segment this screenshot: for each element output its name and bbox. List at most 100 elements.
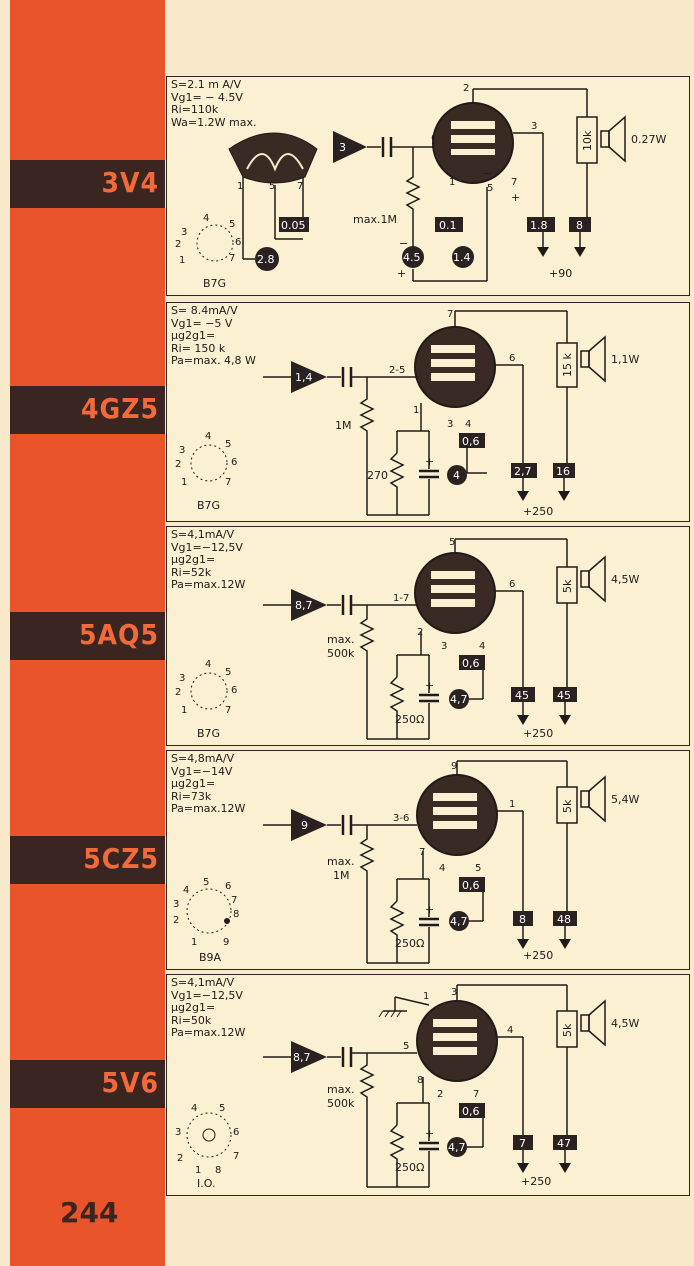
input-gain: 8,7 (293, 1051, 311, 1064)
base-type-label: I.O. (197, 1177, 215, 1190)
spec-line: Vg1= −5 V (171, 316, 233, 330)
value-circle: 1.4 (453, 251, 471, 264)
svg-text:+: + (425, 679, 434, 692)
spec-line: Pa=max.12W (171, 802, 246, 815)
load-resistor-label: 5k (561, 799, 574, 813)
value-circle: 4,7 (450, 915, 468, 928)
value-circle: 2.8 (257, 253, 275, 266)
svg-text:4: 4 (507, 1025, 513, 1036)
base-type-label: B7G (197, 727, 220, 740)
supply-voltage: +250 (523, 727, 553, 740)
load-resistor-label: 15 k (561, 353, 574, 377)
tube-tab-5cz5: 5CZ5 (10, 836, 165, 884)
tube-tab-5aq5: 5AQ5 (10, 612, 165, 660)
svg-text:5: 5 (225, 439, 231, 450)
spec-line: S=4,8mA/V (171, 752, 235, 765)
value-box: 0,6 (462, 879, 480, 892)
svg-text:6: 6 (509, 579, 515, 590)
value-box: 47 (557, 1137, 571, 1150)
svg-text:8: 8 (417, 1075, 423, 1086)
svg-text:6: 6 (233, 1127, 239, 1138)
svg-text:5: 5 (219, 1103, 225, 1114)
svg-text:2: 2 (417, 627, 423, 638)
base-type-label: B7G (197, 499, 220, 512)
value-circle: 4.5 (403, 251, 421, 264)
svg-text:max.: max. (327, 633, 354, 646)
svg-text:1: 1 (191, 937, 197, 948)
value-box: 0.1 (439, 219, 457, 232)
svg-text:5: 5 (269, 181, 275, 192)
svg-text:4: 4 (183, 885, 189, 896)
tube-tab-3v4: 3V4 (10, 160, 165, 208)
spec-line: Ri=50k (171, 1013, 212, 1027)
spec-line: Ri=110k (171, 103, 219, 116)
svg-text:7: 7 (511, 177, 517, 188)
load-resistor-label: 10k (581, 130, 594, 151)
schematic-3v4: 1 5 7 0.05 2.8 45 36 27 1 B7G 3 6 (175, 83, 666, 290)
svg-text:7: 7 (297, 181, 303, 192)
value-box: 45 (515, 689, 529, 702)
spec-line: Ri=73k (171, 789, 212, 803)
svg-text:6: 6 (231, 685, 237, 696)
svg-text:7: 7 (229, 253, 235, 264)
value-box: 7 (519, 1137, 526, 1150)
base-type-label: B9A (199, 951, 222, 964)
svg-text:4: 4 (465, 419, 471, 430)
svg-text:1: 1 (181, 477, 187, 488)
spec-line: S=4,1mA/V (171, 976, 235, 989)
output-power: 4,5W (611, 573, 639, 586)
tube-label: 5CZ5 (83, 842, 159, 875)
tube-label: 5V6 (101, 1066, 159, 1099)
spec-line: Ri=52k (171, 565, 212, 579)
value-circle: 4,7 (448, 1141, 466, 1154)
value-box: 8 (576, 219, 583, 232)
svg-text:2: 2 (177, 1153, 183, 1164)
load-resistor-label: 5k (561, 1023, 574, 1037)
tube-tab-5v6: 5V6 (10, 1060, 165, 1108)
svg-text:500k: 500k (327, 1097, 355, 1110)
spec-line: S= 8.4mA/V (171, 304, 238, 317)
svg-text:2: 2 (437, 1089, 443, 1100)
svg-text:3: 3 (173, 899, 179, 910)
spec-line: µg2g1= (171, 553, 216, 566)
svg-text:4: 4 (205, 659, 211, 670)
svg-text:4: 4 (203, 213, 209, 224)
value-box: 1.8 (530, 219, 548, 232)
value-circle: 4,7 (450, 693, 468, 706)
svg-text:3-6: 3-6 (393, 813, 409, 824)
spec-line: S=4,1mA/V (171, 528, 235, 541)
svg-text:6: 6 (225, 881, 231, 892)
value-circle: 4 (453, 469, 460, 482)
svg-text:3: 3 (447, 419, 453, 430)
svg-text:3: 3 (181, 227, 187, 238)
svg-text:1: 1 (237, 181, 243, 192)
svg-text:3: 3 (531, 121, 537, 132)
svg-text:3: 3 (451, 987, 457, 998)
svg-text:5: 5 (203, 877, 209, 888)
svg-text:max.: max. (327, 855, 354, 868)
svg-text:1: 1 (179, 255, 185, 266)
value-box: 0.05 (281, 219, 306, 232)
svg-text:3: 3 (179, 445, 185, 456)
svg-text:9: 9 (223, 937, 229, 948)
svg-text:4: 4 (439, 863, 445, 874)
svg-text:+: + (425, 455, 434, 468)
svg-text:1: 1 (413, 405, 419, 416)
spec-line: Pa=max.12W (171, 1026, 246, 1039)
svg-text:4: 4 (191, 1103, 197, 1114)
spec-line: µg2g1= (171, 329, 216, 342)
svg-text:+: + (425, 903, 434, 916)
spec-line: µg2g1= (171, 1001, 216, 1014)
svg-text:3: 3 (179, 673, 185, 684)
cathode-resistor-label: 250Ω (395, 1161, 424, 1174)
input-gain: 9 (301, 819, 308, 832)
svg-text:8: 8 (215, 1165, 221, 1176)
